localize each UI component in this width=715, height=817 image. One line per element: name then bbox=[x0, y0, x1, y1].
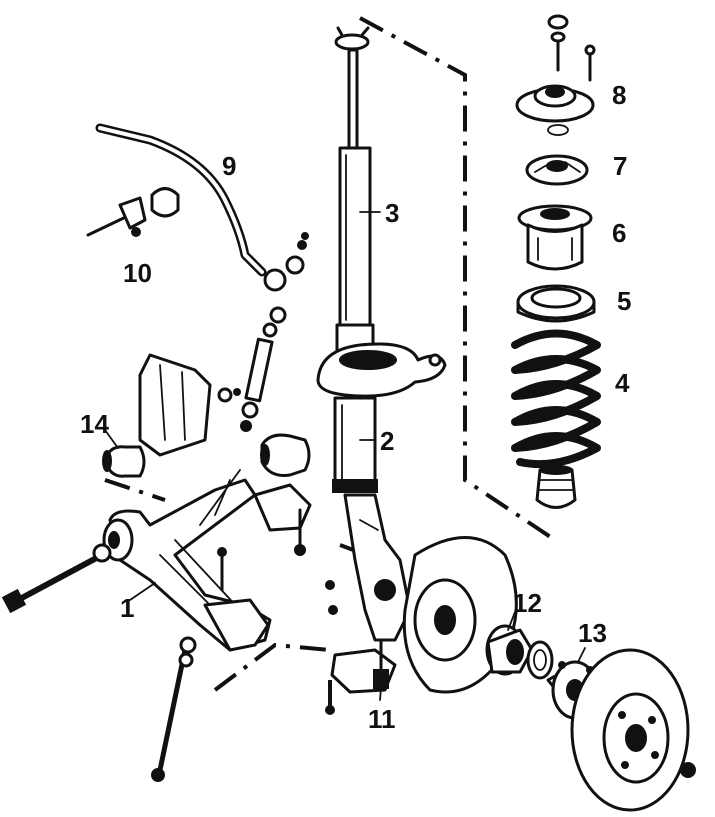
leader-lines bbox=[104, 211, 586, 701]
callout-11: 11 bbox=[368, 704, 396, 734]
part-4-coil-spring bbox=[511, 329, 601, 509]
part-10-bar-clamp bbox=[86, 187, 180, 237]
callout-14: 14 bbox=[80, 409, 109, 439]
part-14-arm-bushing bbox=[102, 353, 241, 478]
callout-10: 10 bbox=[123, 258, 152, 288]
callout-2: 2 bbox=[380, 426, 394, 456]
part-3-strut-upper bbox=[334, 26, 372, 327]
pivot-bolt bbox=[1, 543, 112, 614]
part-6-upper-cup bbox=[517, 204, 593, 271]
callout-12: 12 bbox=[513, 588, 542, 618]
callout-5: 5 bbox=[617, 286, 631, 316]
ball-joint-bolt bbox=[151, 547, 227, 782]
steering-knuckle bbox=[343, 493, 412, 642]
part-5-spring-seat bbox=[516, 284, 596, 323]
part-2-strut-lower bbox=[316, 323, 447, 493]
part-8-top-mount bbox=[515, 14, 596, 136]
callout-13: 13 bbox=[578, 618, 607, 648]
part-12-wheel-bearing bbox=[485, 624, 554, 680]
callout-7: 7 bbox=[613, 151, 627, 181]
part-11-bracket bbox=[325, 580, 397, 715]
part-9-stabilizer-bar bbox=[95, 123, 309, 292]
callout-9: 9 bbox=[222, 151, 236, 181]
rear-arm-bushing bbox=[253, 433, 312, 556]
part-7-spring-plate bbox=[525, 154, 589, 186]
part-1-control-arm bbox=[102, 469, 272, 652]
stabilizer-link bbox=[240, 306, 287, 432]
callout-labels: 1 2 3 4 5 6 7 8 9 10 11 12 13 14 bbox=[80, 80, 631, 734]
callout-3: 3 bbox=[385, 198, 399, 228]
callout-1: 1 bbox=[120, 593, 134, 623]
alignment-lines bbox=[104, 16, 557, 715]
callout-6: 6 bbox=[612, 218, 626, 248]
part-13-hub-disc bbox=[546, 648, 696, 812]
callout-8: 8 bbox=[612, 80, 626, 110]
callout-4: 4 bbox=[615, 368, 630, 398]
